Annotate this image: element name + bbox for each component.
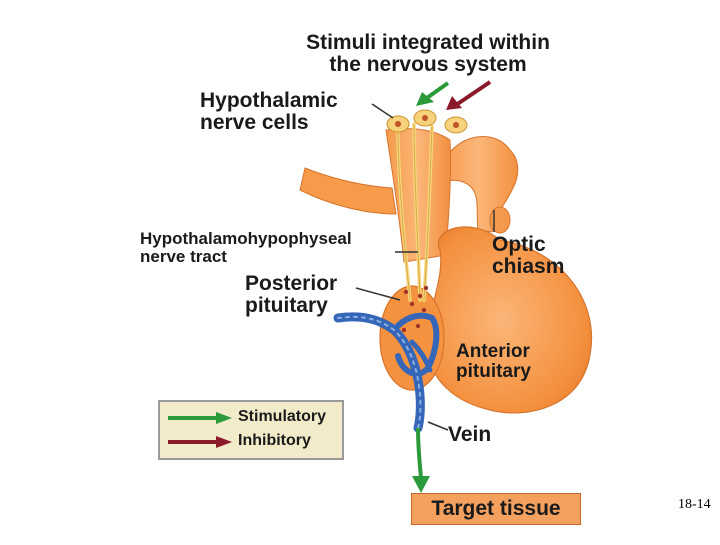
stimuli-label-line2: the nervous system <box>329 53 527 77</box>
slide-number: 18-14 <box>678 497 711 512</box>
hypothalamic-label-line2: nerve cells <box>200 111 309 135</box>
inhibitory-arrow-icon <box>168 436 232 448</box>
legend-inhibitory-label: Inhibitory <box>238 432 311 449</box>
vein-arrow <box>412 427 430 493</box>
stimulatory-arrow-top <box>416 81 450 106</box>
hypothalamic-nerve-cells <box>386 109 468 134</box>
legend-inhibitory: Inhibitory <box>166 432 342 454</box>
optic-label-line1: Optic <box>492 233 546 256</box>
anterior-label-line1: Anterior <box>456 341 530 362</box>
optic-nerve-stub <box>489 206 511 234</box>
posterior-label-line1: Posterior <box>245 272 338 295</box>
tract-label: Hypothalamohypophyseal nerve tract <box>140 230 352 266</box>
posterior-label: Posterior pituitary <box>245 272 338 318</box>
inhibitory-arrow-top <box>446 80 492 110</box>
posterior-label-line2: pituitary <box>245 294 328 318</box>
stimulatory-arrow-icon <box>168 412 232 424</box>
leader-lines <box>355 103 495 431</box>
vein-label: Vein <box>448 423 492 446</box>
optic-label: Optic chiasm <box>492 233 565 279</box>
anterior-label: Anterior pituitary <box>456 342 531 382</box>
legend: Stimulatory Inhibitory <box>158 400 344 460</box>
hypothalamic-label-line1: Hypothalamic <box>200 89 338 112</box>
target-tissue-box: Target tissue <box>411 493 581 525</box>
anterior-label-line2: pituitary <box>456 360 531 382</box>
blood-vessels <box>333 312 440 433</box>
legend-stimulatory-label: Stimulatory <box>238 408 327 425</box>
hypothalamus-left-band <box>299 167 397 215</box>
stimuli-label: Stimuli integrated within the nervous sy… <box>290 31 566 77</box>
tract-label-line2: nerve tract <box>140 246 227 266</box>
stimuli-label-line1: Stimuli integrated within <box>306 31 550 54</box>
legend-stimulatory: Stimulatory <box>166 408 342 430</box>
tract-label-line1: Hypothalamohypophyseal <box>140 229 352 248</box>
hypothalamic-label: Hypothalamic nerve cells <box>200 89 338 135</box>
optic-label-line2: chiasm <box>492 255 565 279</box>
